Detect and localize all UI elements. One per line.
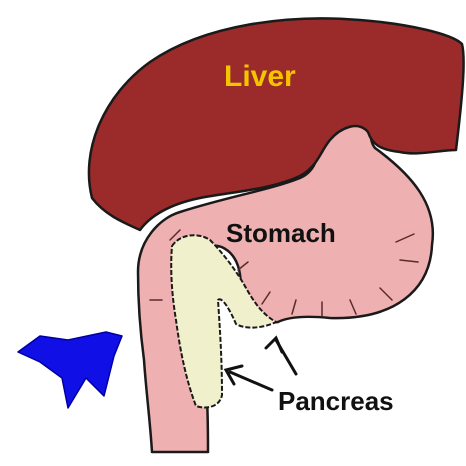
arrow-icon <box>226 366 272 390</box>
pancreas-label: Pancreas <box>278 386 394 416</box>
stomach-label: Stomach <box>226 218 336 248</box>
arrow-icon <box>266 338 296 374</box>
blue-arrow-icon <box>18 332 122 408</box>
liver-label: Liver <box>224 60 296 93</box>
